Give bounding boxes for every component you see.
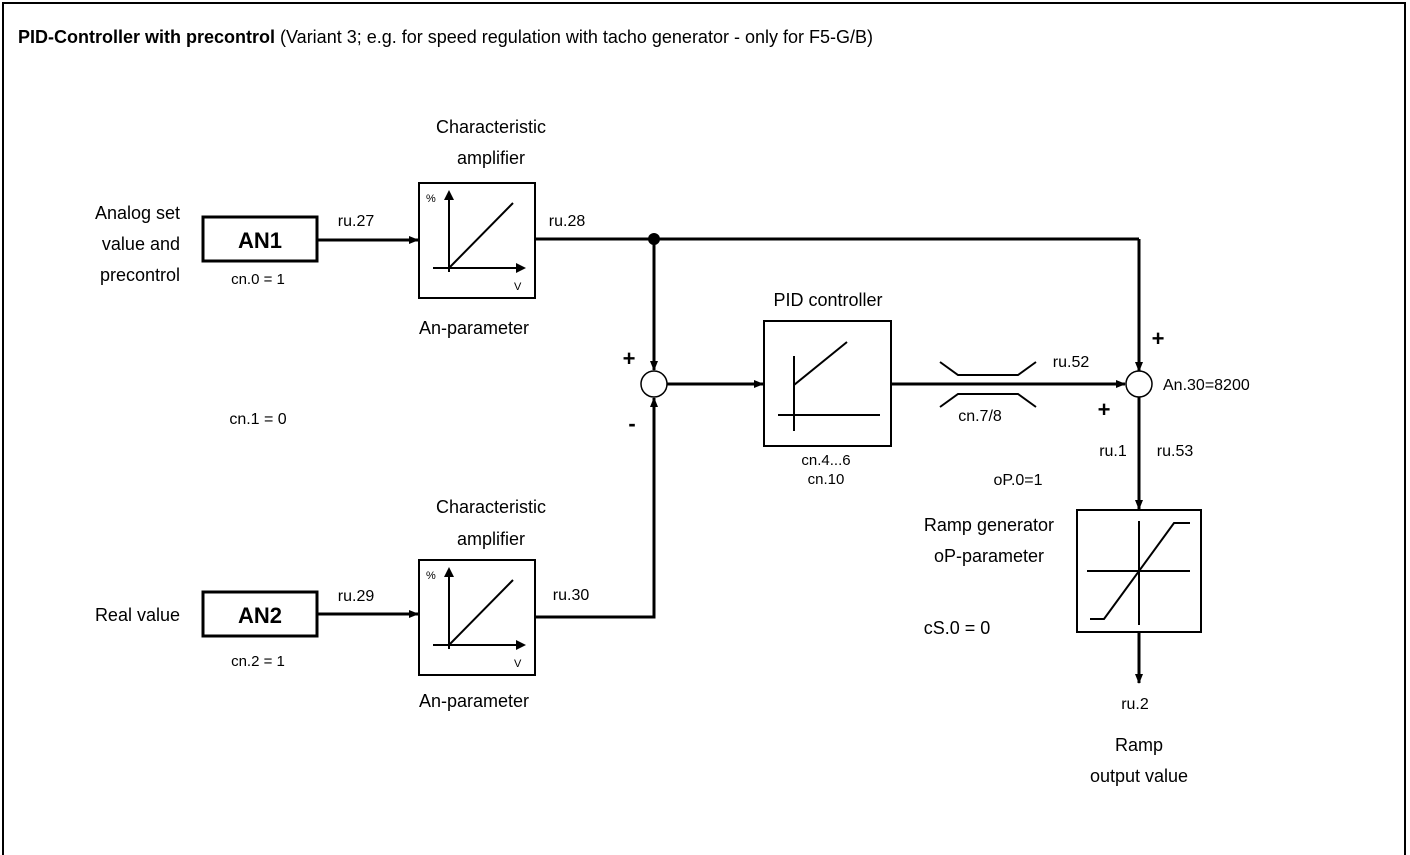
sum-right-plus-top: + — [1152, 326, 1165, 351]
summing-point-right — [1125, 370, 1153, 398]
amp-top-x-label: V — [514, 281, 522, 293]
ramp-title-line1: Ramp generator — [924, 515, 1054, 535]
ru30-label: ru.30 — [553, 587, 590, 604]
feedback-to-sum-arrow — [535, 397, 658, 619]
amp-bottom-x-label: V — [514, 658, 522, 670]
an2-block-label: AN2 — [238, 603, 282, 628]
ru52-label: ru.52 — [1053, 354, 1090, 371]
ramp-curve — [1090, 522, 1190, 620]
ramp-footer-line2: output value — [1090, 766, 1188, 786]
summing-point-left — [640, 370, 668, 398]
ru27-label: ru.27 — [338, 213, 375, 230]
ramp-title-line2: oP-parameter — [934, 546, 1044, 566]
amp-bottom-footer: An-parameter — [419, 691, 529, 711]
ru53-label: ru.53 — [1157, 443, 1194, 460]
amp-bottom-x-arrow — [516, 640, 526, 650]
amp-top-title-line1: Characteristic — [436, 117, 546, 137]
limiter-config: cn.7/8 — [958, 408, 1002, 425]
an1-label-line3: precontrol — [100, 265, 180, 285]
op0-config: oP.0=1 — [993, 472, 1042, 489]
pid-block — [763, 320, 892, 447]
pid-title: PID controller — [773, 290, 882, 310]
an1-config: cn.0 = 1 — [231, 271, 285, 288]
an1-block-label: AN1 — [238, 228, 282, 253]
cs0-config: cS.0 = 0 — [924, 618, 991, 638]
cn1-config: cn.1 = 0 — [229, 411, 286, 428]
sum-left-minus: - — [628, 411, 635, 436]
ru28-label: ru.28 — [549, 213, 586, 230]
pid-params-line2: cn.10 — [808, 471, 845, 488]
sum-right-plus-left: + — [1098, 397, 1111, 422]
an2-label: Real value — [95, 605, 180, 625]
sum-left-plus: + — [623, 346, 636, 371]
amp-top-footer: An-parameter — [419, 318, 529, 338]
amp-top-y-label: % — [426, 193, 436, 205]
amp-bottom-curve — [448, 579, 514, 646]
amp-top-curve — [448, 202, 514, 269]
an1-label-line1: Analog set — [95, 203, 180, 223]
diagram-title: PID-Controller with precontrol (Variant … — [18, 27, 873, 47]
amp-bottom-title-line1: Characteristic — [436, 497, 546, 517]
pid-response-line — [793, 341, 848, 386]
amp-bottom-y-arrow — [444, 567, 454, 577]
amp-bottom-y-label: % — [426, 570, 436, 582]
amp-top-title-line2: amplifier — [457, 148, 525, 168]
amp-top-y-arrow — [444, 190, 454, 200]
limiter-lower — [939, 393, 1037, 408]
ru2-label: ru.2 — [1121, 696, 1149, 713]
limiter-upper — [939, 361, 1037, 376]
ru29-label: ru.29 — [338, 588, 375, 605]
amp-top-x-arrow — [516, 263, 526, 273]
an2-block — [201, 590, 319, 638]
ramp-footer-line1: Ramp — [1115, 735, 1163, 755]
pid-params-line1: cn.4...6 — [801, 452, 850, 469]
an2-config: cn.2 = 1 — [231, 653, 285, 670]
an1-label-line2: value and — [102, 234, 180, 254]
amp-bottom-title-line2: amplifier — [457, 529, 525, 549]
an30-config: An.30=8200 — [1163, 377, 1250, 394]
ru1-label: ru.1 — [1099, 443, 1127, 460]
